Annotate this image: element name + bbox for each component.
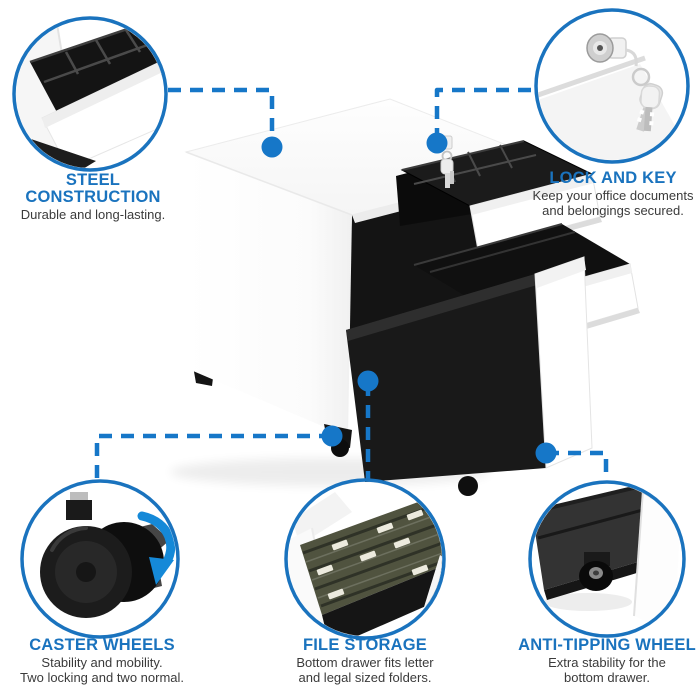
callout-title-anti-tipping-wheel: ANTI-TIPPING WHEEL <box>518 636 696 654</box>
callout-connector-dots <box>261 132 557 464</box>
drawer-front-edge <box>322 562 442 636</box>
callout-ring-caster-wheels <box>20 479 180 639</box>
connector-dot-caster-wheels <box>321 425 343 447</box>
lock-motion-arrow <box>137 511 176 585</box>
connector-dot-file-storage <box>357 370 379 392</box>
connector-dot-lock-and-key <box>426 132 448 154</box>
callout-desc-steel-construction: Durable and long-lasting. <box>20 207 166 222</box>
steel-construction-photo <box>16 20 164 168</box>
connector-dot-steel-construction <box>261 136 283 158</box>
bottom-drawer-rim <box>346 274 537 341</box>
callout-desc-lock-and-key: Keep your office documents and belonging… <box>532 188 694 218</box>
callout-steel-construction: STEEL CONSTRUCTION Durable and long-last… <box>0 172 189 223</box>
callout-desc-caster-wheels: Stability and mobility. Two locking and … <box>19 655 185 685</box>
caster-main-wheel <box>40 526 132 618</box>
cabinet-edge-line <box>185 151 353 216</box>
cabinet-left-panel <box>186 152 352 437</box>
connector-lock-and-key <box>434 87 536 141</box>
callout-ring-anti-tipping <box>528 480 686 638</box>
bottom-drawer-front <box>534 256 593 469</box>
callout-ring-file-storage <box>284 478 446 640</box>
callout-title-steel-construction: STEEL CONSTRUCTION <box>25 171 161 206</box>
middle-drawer-interior <box>414 224 630 306</box>
connector-caster-wheels <box>94 433 332 481</box>
callout-anti-tipping-wheel: ANTI-TIPPING WHEEL Extra stability for t… <box>510 637 700 685</box>
keys-closeup <box>636 83 664 132</box>
callout-desc-file-storage: Bottom drawer fits letter and legal size… <box>296 655 434 685</box>
anti-tip-wheel-closeup <box>579 561 613 591</box>
anti-tip-wheel-photo <box>532 484 682 634</box>
tray-rim <box>401 140 525 171</box>
cabinet-illustration <box>170 98 640 496</box>
callout-file-storage: FILE STORAGE Bottom drawer fits letter a… <box>268 637 462 685</box>
key-ring-closeup <box>631 67 651 87</box>
lock-with-keys-photo <box>538 12 686 160</box>
middle-drawer-wall-line <box>429 231 576 273</box>
callout-ring-steel-construction <box>12 16 168 172</box>
folder-tabs <box>316 509 429 600</box>
callout-rings <box>12 8 690 640</box>
callout-desc-anti-tipping-wheel: Extra stability for the bottom drawer. <box>548 655 666 685</box>
hanging-folders-photo <box>288 482 442 636</box>
callout-caster-wheels: CASTER WHEELS Stability and mobility. Tw… <box>2 637 202 685</box>
callout-title-file-storage: FILE STORAGE <box>302 636 428 654</box>
caster-wheel-photo <box>24 483 176 635</box>
bottom-drawer-front-lip <box>535 257 586 288</box>
bottom-drawer-wheel <box>458 476 478 496</box>
lock-cylinder-closeup <box>586 33 638 67</box>
callout-title-lock-and-key: LOCK AND KEY <box>549 169 677 187</box>
callout-title-caster-wheels: CASTER WHEELS <box>29 636 175 654</box>
callout-ring-lock-and-key <box>534 8 690 164</box>
connector-steel-construction <box>168 87 275 145</box>
connector-dot-anti-tipping <box>535 442 557 464</box>
callout-lock-and-key: LOCK AND KEY Keep your office documents … <box>521 170 700 218</box>
callout-connectors <box>94 87 609 482</box>
top-drawer-front-lip <box>470 174 594 215</box>
middle-drawer-rim <box>413 223 563 266</box>
key-icon <box>440 158 454 188</box>
bottom-drawer <box>346 256 593 496</box>
